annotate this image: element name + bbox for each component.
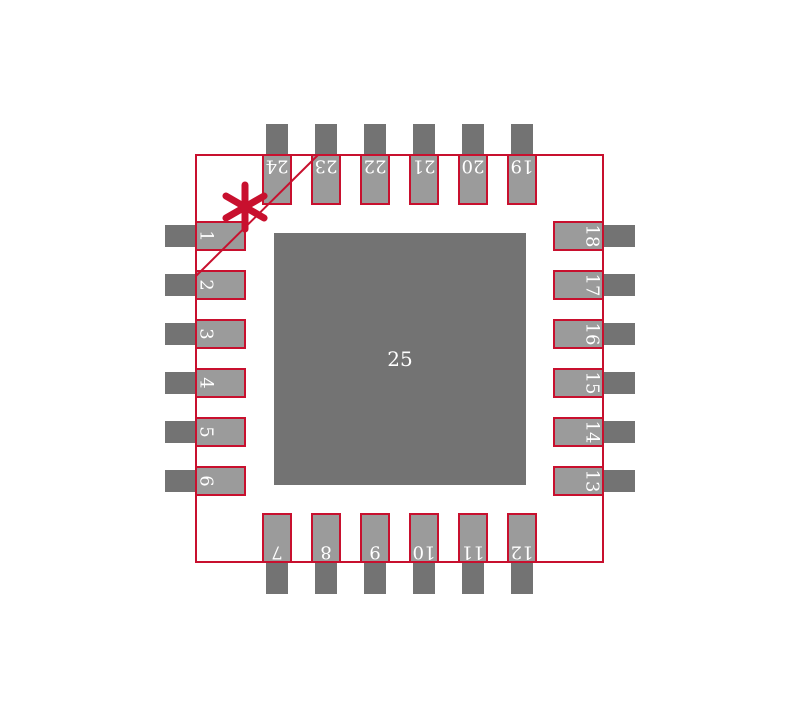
pin-label-2: 2 [196,279,217,290]
body-outline [195,154,604,563]
pin-label-21: 21 [413,156,436,177]
pin-label-9: 9 [369,542,380,563]
lead-right-17 [601,274,635,296]
pin-label-7: 7 [271,542,282,563]
pin-label-3: 3 [196,328,217,339]
lead-left-3 [165,323,199,345]
lead-left-2 [165,274,199,296]
pin-label-6: 6 [196,475,217,486]
lead-bottom-7 [266,560,288,594]
lead-top-22 [364,124,386,158]
center-pad [274,233,526,485]
pad-14 [553,417,604,447]
lead-left-6 [165,470,199,492]
pad-21 [409,154,439,205]
pin-label-22: 22 [364,156,387,177]
pin-label-16: 16 [582,323,603,346]
lead-right-16 [601,323,635,345]
lead-bottom-11 [462,560,484,594]
pin-label-13: 13 [582,470,603,493]
pad-9 [360,513,390,563]
pin-label-4: 4 [196,377,217,388]
pad-20 [458,154,488,205]
lead-bottom-10 [413,560,435,594]
lead-top-20 [462,124,484,158]
pin-label-10: 10 [413,542,436,563]
pin-label-15: 15 [582,372,603,395]
lead-bottom-9 [364,560,386,594]
pin-label-5: 5 [196,426,217,437]
lead-left-5 [165,421,199,443]
lead-right-14 [601,421,635,443]
pin-label-17: 17 [582,274,603,297]
pin-label-11: 11 [462,542,485,563]
lead-top-21 [413,124,435,158]
lead-group [165,124,635,594]
pin-label-23: 23 [315,156,338,177]
lead-top-23 [315,124,337,158]
center-pad-label: 25 [387,347,412,371]
pad-group [195,154,604,563]
pin-label-18: 18 [582,225,603,248]
lead-right-18 [601,225,635,247]
lead-top-24 [266,124,288,158]
lead-left-4 [165,372,199,394]
pad-17 [553,270,604,300]
lead-bottom-8 [315,560,337,594]
pin-label-14: 14 [582,421,603,444]
lead-bottom-12 [511,560,533,594]
lead-right-13 [601,470,635,492]
pin-label-8: 8 [320,542,331,563]
asterisk-stroke-5 [222,192,249,211]
lead-top-19 [511,124,533,158]
pin-label-20: 20 [462,156,485,177]
pin-label-1: 1 [196,230,217,241]
pad-19 [507,154,537,205]
pin-label-19: 19 [511,156,534,177]
pin-label-24: 24 [266,156,289,177]
pin-label-12: 12 [511,542,534,563]
lead-left-1 [165,225,199,247]
asterisk-icon [222,181,268,233]
lead-right-15 [601,372,635,394]
